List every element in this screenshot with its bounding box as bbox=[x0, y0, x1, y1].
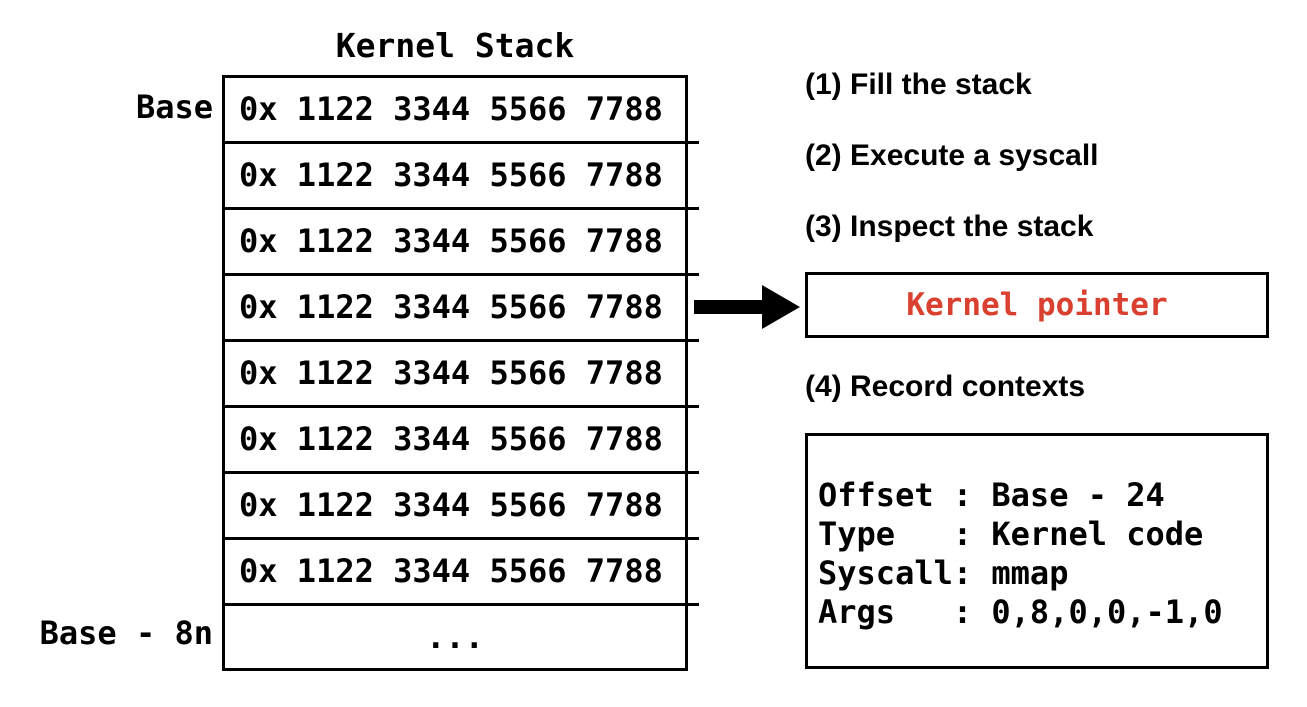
base-label: Base bbox=[135, 88, 213, 126]
base-minus-8n-label: Base - 8n bbox=[39, 614, 213, 652]
step-record-contexts: (4) Record contexts bbox=[805, 370, 1086, 403]
stack-row: 0x 1122 3344 5566 7788 bbox=[225, 342, 699, 408]
stack-row: 0x 1122 3344 5566 7788 bbox=[225, 78, 699, 144]
stack-row: 0x 1122 3344 5566 7788 bbox=[225, 276, 699, 342]
step-execute-syscall: (2) Execute a syscall bbox=[805, 139, 1099, 172]
stack-row: 0x 1122 3344 5566 7788 bbox=[225, 540, 699, 606]
context-type: Type : Kernel code bbox=[818, 515, 1204, 553]
context-syscall: Syscall: mmap bbox=[818, 554, 1069, 592]
stack-row: 0x 1122 3344 5566 7788 bbox=[225, 474, 699, 540]
kernel-stack: 0x 1122 3344 5566 7788 0x 1122 3344 5566… bbox=[222, 75, 699, 671]
context-offset: Offset : Base - 24 bbox=[818, 476, 1165, 514]
stack-row: 0x 1122 3344 5566 7788 bbox=[225, 408, 699, 474]
kernel-pointer-box: Kernel pointer bbox=[805, 272, 1269, 338]
context-args: Args : 0,8,0,0,-1,0 bbox=[818, 593, 1223, 631]
stack-row: 0x 1122 3344 5566 7788 bbox=[225, 210, 699, 276]
stack-title: Kernel Stack bbox=[335, 26, 575, 65]
stack-row-ellipsis: ... bbox=[426, 618, 484, 656]
step-inspect-stack: (3) Inspect the stack bbox=[805, 210, 1094, 243]
arrow-right-icon bbox=[694, 285, 800, 329]
stack-row: 0x 1122 3344 5566 7788 bbox=[225, 144, 699, 210]
step-fill-stack: (1) Fill the stack bbox=[805, 68, 1032, 101]
context-box: Offset : Base - 24 Type : Kernel code Sy… bbox=[805, 433, 1269, 669]
